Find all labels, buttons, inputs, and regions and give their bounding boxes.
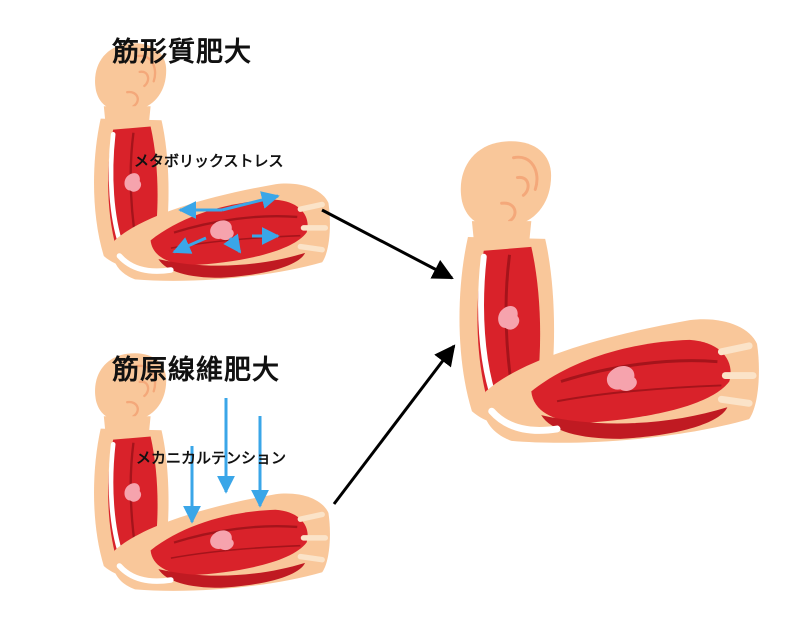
- label-metabolic-stress: メタボリックストレス: [134, 152, 284, 170]
- arm-myofibrillar-icon: [94, 353, 330, 591]
- heading-sarcoplasmic-hypertrophy: 筋形質肥大: [112, 37, 252, 68]
- label-mechanical-tension: メカニカルテンション: [136, 449, 287, 467]
- metabolic-stress-arrows: [172, 191, 280, 254]
- flow-arrow-bottom: [332, 344, 456, 505]
- mechanical-tension-arrows: [183, 398, 269, 524]
- flow-arrow-top: [321, 208, 454, 280]
- arm-result-icon: [459, 141, 758, 443]
- heading-myofibrillar-hypertrophy: 筋原線維肥大: [112, 355, 280, 386]
